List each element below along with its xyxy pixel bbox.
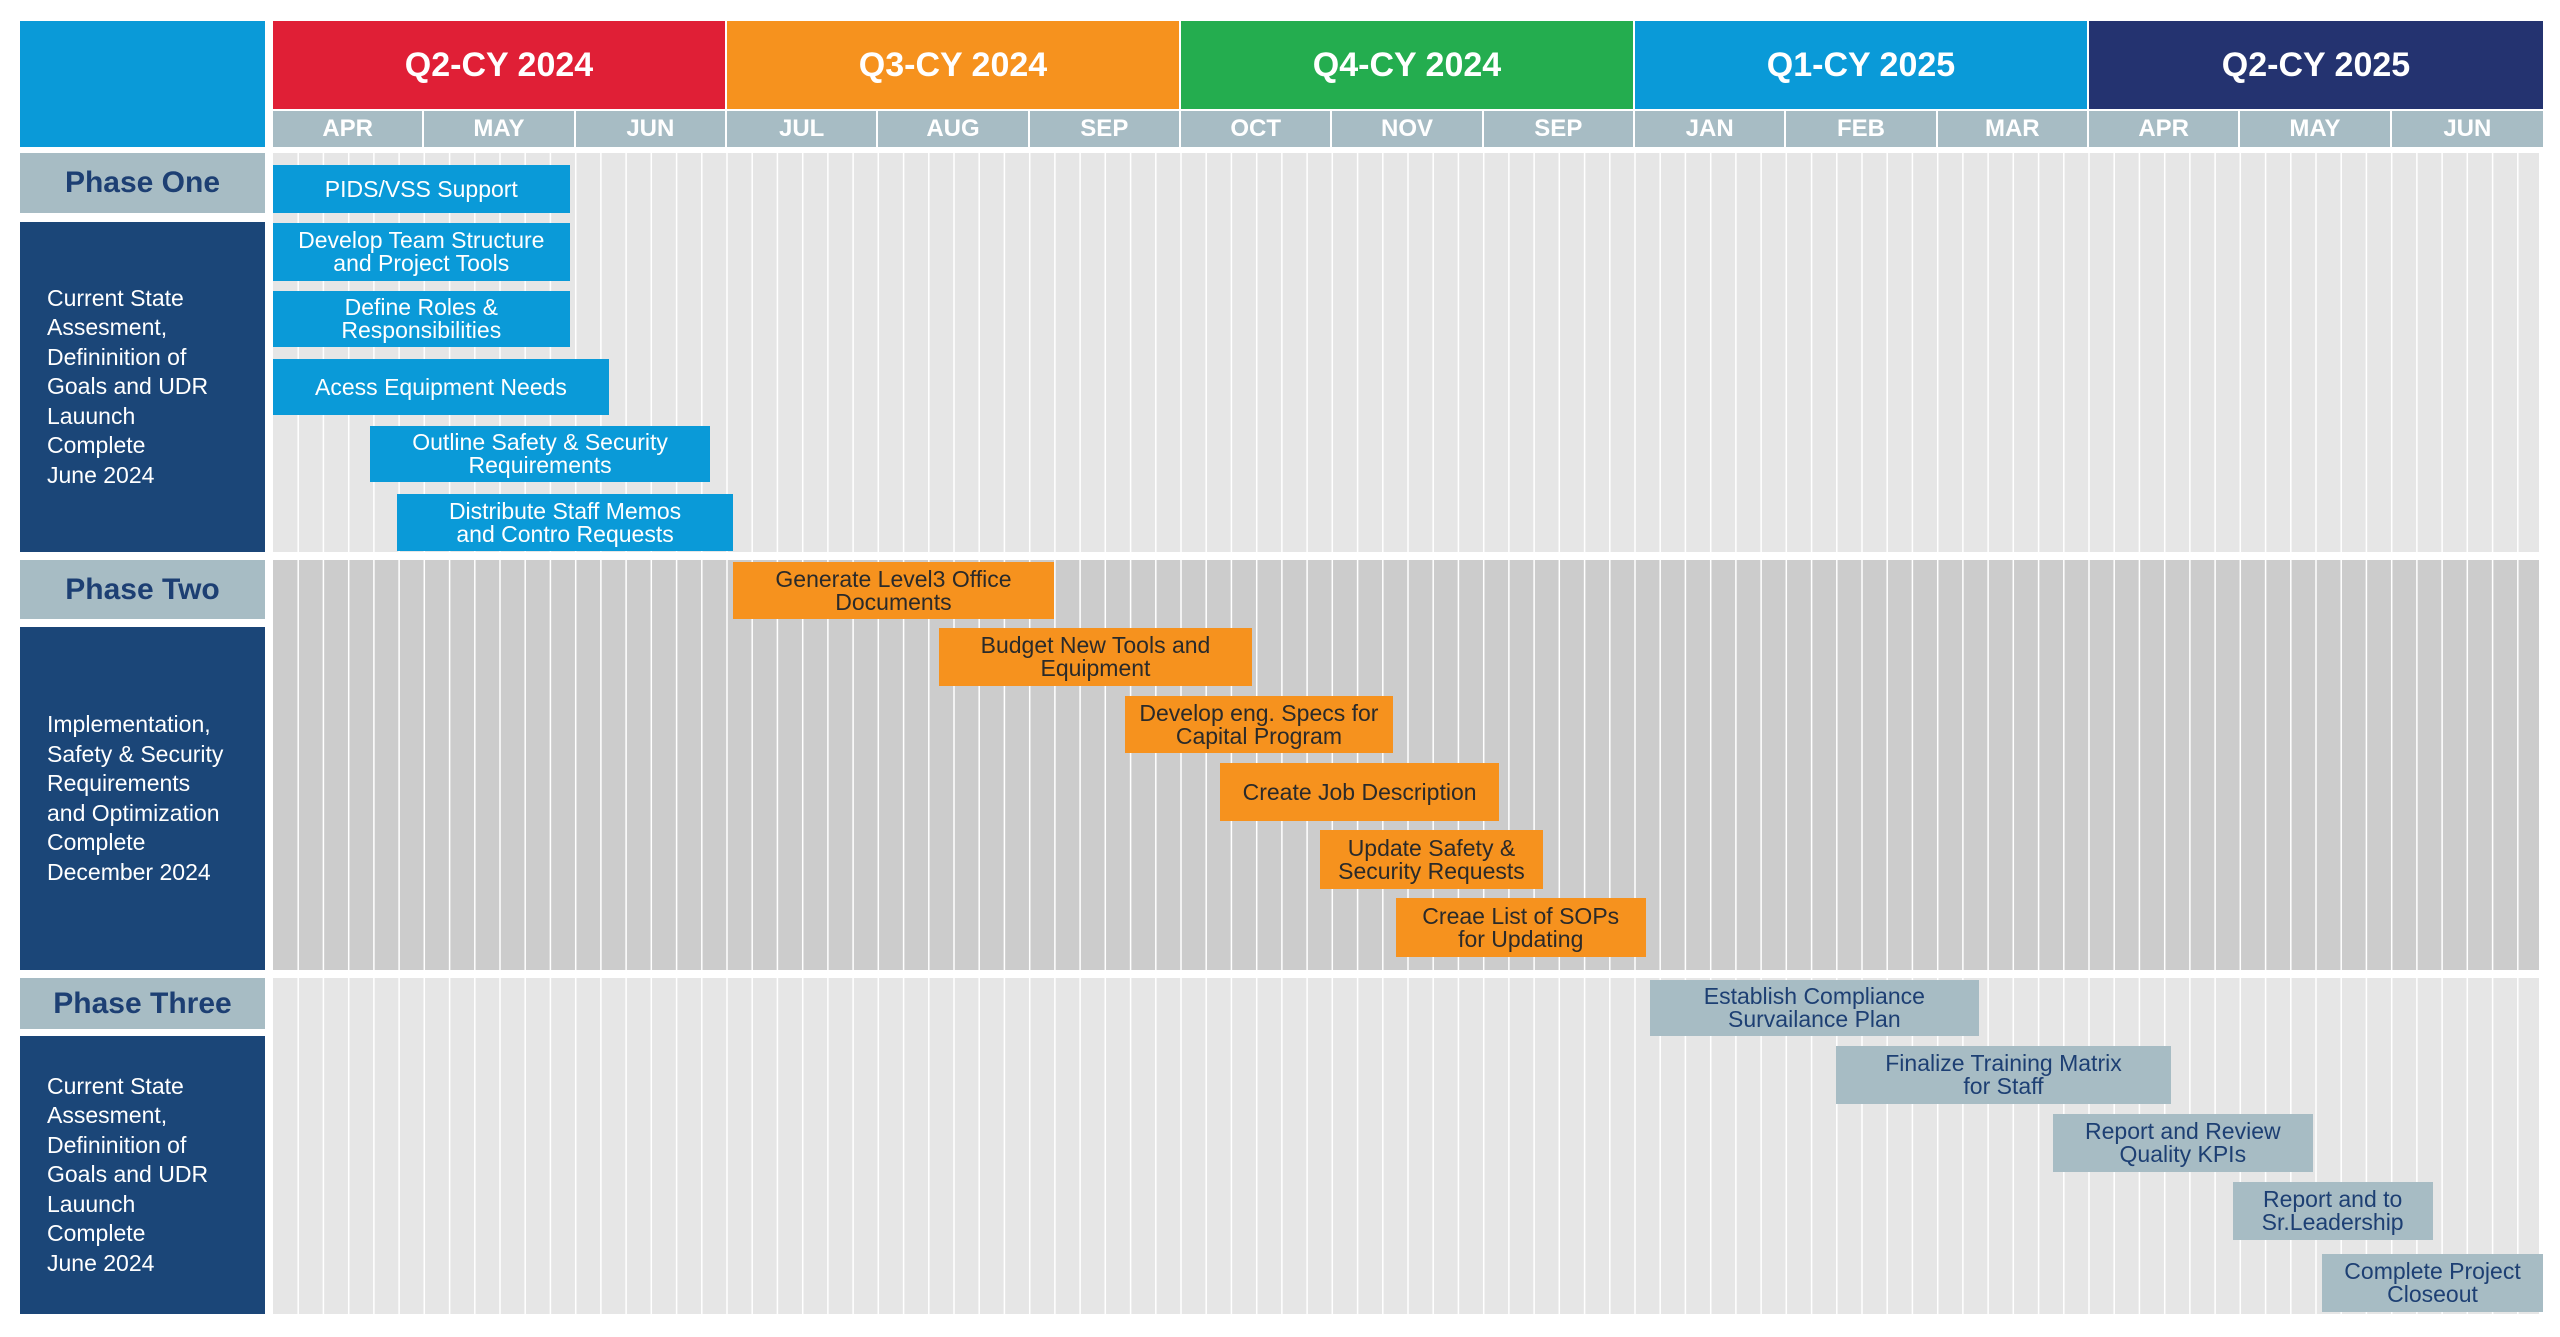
quarter-header-2: Q3-CY 2024 (727, 21, 1179, 109)
phase-three-task-bar[interactable]: Finalize Training Matrix for Staff (1836, 1046, 2171, 1104)
phase-two-task-bar[interactable]: Update Safety & Security Requests (1320, 830, 1543, 889)
month-header-jul: JUL (727, 111, 877, 147)
phase-two-task-bar[interactable]: Develop eng. Specs for Capital Program (1125, 696, 1393, 753)
phase-two-task-bar[interactable]: Generate Level3 Office Documents (733, 562, 1054, 619)
quarter-header-3: Q4-CY 2024 (1181, 21, 1633, 109)
quarter-header-1: Q2-CY 2024 (273, 21, 725, 109)
phase-one-task-bar[interactable]: Define Roles & Responsibilities (273, 291, 570, 347)
phase-one-title: Phase One (20, 153, 265, 213)
phase-two-description: Implementation, Safety & Security Requir… (20, 627, 265, 970)
month-header-sep: SEP (1483, 111, 1633, 147)
phase-one-task-bar[interactable]: Develop Team Structure and Project Tools (273, 223, 570, 281)
phase-three-task-bar[interactable]: Report and Review Quality KPIs (2052, 1114, 2313, 1172)
phase-one-description: Current State Assesment, Defininition of… (20, 222, 265, 552)
phase-three-task-bar[interactable]: Establish Compliance Survailance Plan (1650, 980, 1979, 1036)
phase-three-description: Current State Assesment, Defininition of… (20, 1036, 265, 1314)
month-header-jun: JUN (2391, 111, 2543, 147)
header-corner (20, 21, 265, 147)
month-header-jun: JUN (575, 111, 725, 147)
phase-two-task-bar[interactable]: Budget New Tools and Equipment (938, 628, 1253, 686)
month-header-oct: OCT (1181, 111, 1331, 147)
phase-three-title: Phase Three (20, 978, 265, 1029)
month-header-jan: JAN (1635, 111, 1785, 147)
month-header-may: MAY (2240, 111, 2390, 147)
quarter-header-5: Q2-CY 2025 (2089, 21, 2543, 109)
phase-one-grid-lines (297, 153, 2519, 552)
phase-one-task-bar[interactable]: Acess Equipment Needs (273, 359, 609, 415)
month-header-sep: SEP (1029, 111, 1179, 147)
phase-one-task-bar[interactable]: Outline Safety & Security Requirements (369, 426, 711, 482)
phase-two-task-bar[interactable]: Create Job Description (1220, 763, 1499, 821)
phase-one-task-bar[interactable]: Distribute Staff Memos and Contro Reques… (397, 494, 734, 551)
phase-three-task-bar[interactable]: Report and to Sr.Leadership (2232, 1182, 2433, 1240)
phase-one-task-bar[interactable]: PIDS/VSS Support (273, 165, 570, 213)
phase-two-task-bar[interactable]: Creae List of SOPs for Updating (1395, 898, 1646, 957)
month-header-aug: AUG (878, 111, 1028, 147)
month-header-nov: NOV (1332, 111, 1482, 147)
month-header-may: MAY (424, 111, 574, 147)
phase-two-title: Phase Two (20, 560, 265, 619)
quarter-header-4: Q1-CY 2025 (1635, 21, 2087, 109)
month-header-apr: APR (273, 111, 423, 147)
phase-three-task-bar[interactable]: Complete Project Closeout (2322, 1254, 2543, 1312)
month-header-apr: APR (2089, 111, 2239, 147)
month-header-feb: FEB (1786, 111, 1936, 147)
month-header-mar: MAR (1937, 111, 2087, 147)
